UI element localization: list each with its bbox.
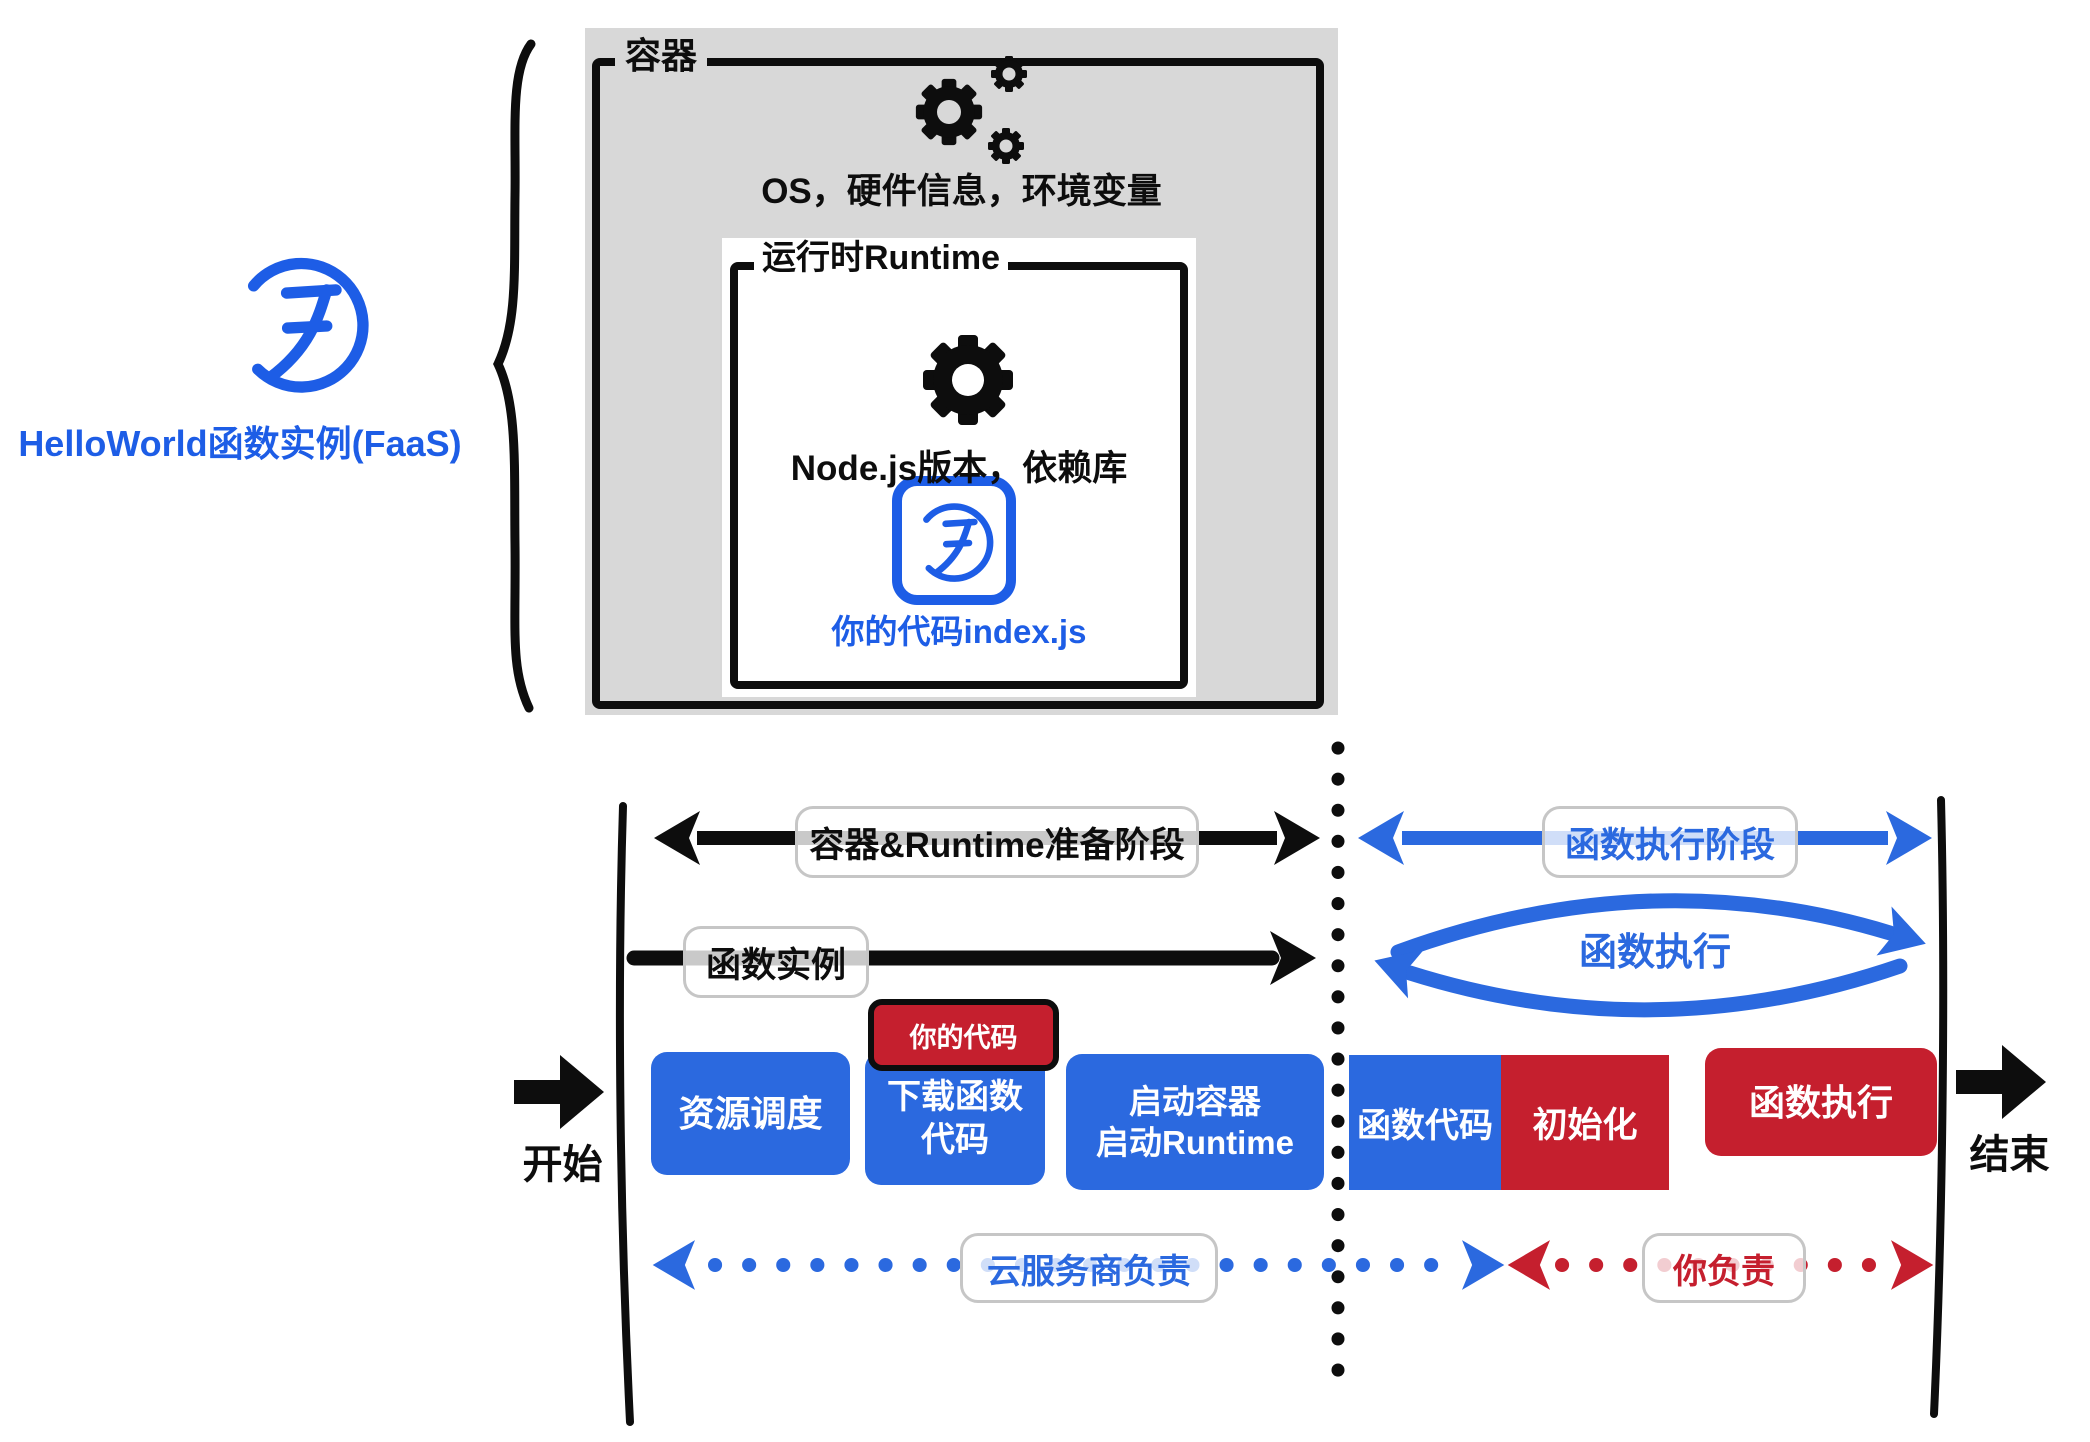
gear-icon: [923, 335, 1013, 425]
step-label: 函数代码: [1357, 1107, 1493, 1145]
your-code-badge: 你的代码: [868, 999, 1059, 1071]
step-download-code: 下载函数 代码: [865, 1052, 1045, 1185]
your-responsibility-label: 你负责: [1642, 1233, 1806, 1303]
end-rail-line: [1930, 796, 1948, 1418]
step-label: 初始化: [1532, 1106, 1638, 1145]
step-label-line2: 代码: [921, 1120, 989, 1159]
step-label: 资源调度: [678, 1093, 823, 1134]
function-instance-label: 函数实例: [683, 926, 869, 998]
execution-loop-label: 函数执行: [1578, 931, 1731, 974]
runtime-title: 运行时Runtime: [754, 238, 1008, 278]
start-label: 开始: [522, 1143, 603, 1187]
start-arrow-icon: [514, 1055, 604, 1129]
step-init: 初始化: [1501, 1055, 1669, 1190]
step-function-execute: 函数执行: [1705, 1048, 1937, 1156]
step-boot-container-runtime: 启动容器 启动Runtime: [1066, 1054, 1324, 1190]
step-function-code: 函数代码: [1349, 1055, 1501, 1190]
start-rail-line: [615, 802, 634, 1426]
brace-icon: [493, 39, 536, 713]
your-code-index-text: 你的代码index.js: [831, 613, 1087, 650]
runtime-box: 运行时Runtime: [722, 238, 1196, 697]
gears-icon: [915, 56, 1027, 164]
provider-responsibility-label: 云服务商负责: [960, 1233, 1218, 1303]
step-resource-schedule: 资源调度: [651, 1052, 850, 1175]
container-border: [592, 58, 1324, 709]
runtime-node-text: Node.js版本，依赖库: [790, 448, 1128, 488]
end-label: 结束: [1969, 1133, 2050, 1177]
faas-instance-label: HelloWorld函数实例(FaaS): [18, 423, 462, 464]
step-code-and-init: 函数代码 初始化: [1349, 1055, 1669, 1190]
end-arrow-icon: [1956, 1045, 2046, 1119]
badge-label: 你的代码: [909, 1022, 1018, 1053]
container-title: 容器: [615, 34, 708, 78]
step-label-line1: 下载函数: [887, 1078, 1023, 1116]
faas-logo-icon: [254, 263, 363, 387]
step-label: 函数执行: [1748, 1081, 1893, 1123]
execute-phase-label: 函数执行阶段: [1542, 806, 1798, 878]
execution-loop-arrows: [1366, 893, 1934, 1018]
step-label-line1: 启动容器: [1129, 1082, 1261, 1120]
prepare-phase-label: 容器&Runtime准备阶段: [795, 806, 1199, 878]
code-faas-logo-icon: [892, 476, 1016, 605]
provider-responsibility-arrow: [652, 1240, 1505, 1290]
step-label-line2: 启动Runtime: [1096, 1124, 1294, 1161]
container-system-text: OS，硬件信息，环境变量: [761, 171, 1162, 211]
